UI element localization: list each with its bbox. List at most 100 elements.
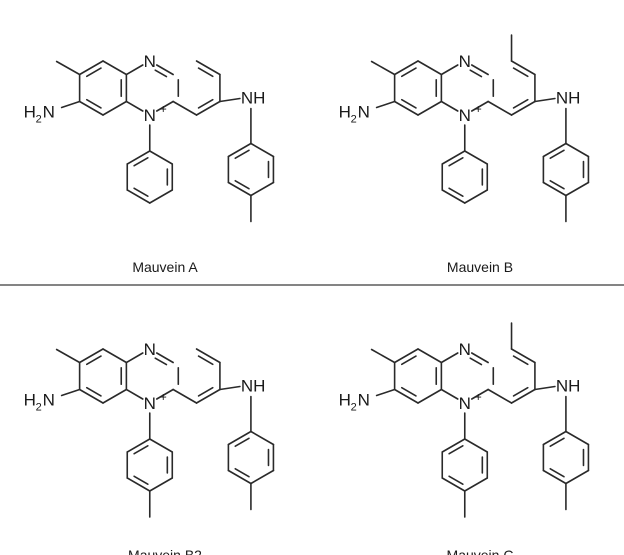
amine-subscript: 2 — [36, 402, 42, 414]
tolyl-double — [549, 179, 565, 190]
tolyl-double — [549, 467, 565, 478]
methyl-bond — [370, 60, 396, 76]
tolyl-ring-bond — [227, 181, 252, 197]
right-ring-bond — [172, 100, 198, 116]
n-aryl-ring-bond — [126, 189, 151, 204]
ring-nitrogen: N — [459, 340, 471, 359]
left-ring-bond — [78, 100, 104, 116]
structure-caption: Mauvein B2 — [128, 547, 202, 555]
tolyl-ring-bond — [565, 181, 590, 197]
tolyl-double — [234, 179, 250, 190]
tolyl-ring-bond — [542, 469, 567, 485]
amine-bond — [375, 100, 396, 109]
right-ring-double — [197, 355, 214, 366]
n-aryl-ring-bond — [126, 438, 151, 453]
ring-nitrogen: N — [144, 52, 156, 71]
n-aryl-double — [448, 187, 464, 197]
right-ring-bond — [195, 388, 221, 404]
imine-bond — [534, 385, 556, 391]
tolyl-ring-bond — [250, 142, 275, 158]
n-aryl-ring-bond — [126, 150, 151, 165]
left-ring-double — [400, 67, 417, 78]
n-aryl-ring-bond — [463, 189, 489, 204]
n-aryl-double — [133, 475, 149, 485]
middle-ring-bond — [470, 388, 489, 400]
left-ring-double — [85, 67, 102, 78]
middle-ring-bond — [470, 100, 489, 112]
amine-nitrogen: N — [358, 103, 370, 122]
left-ring-bond — [78, 388, 104, 404]
left-ring-bond — [78, 60, 104, 76]
n-aryl-ring-bond — [441, 189, 466, 204]
tolyl-ring-bond — [250, 430, 275, 446]
amine-nitrogen: N — [43, 391, 55, 410]
right-ring-double — [512, 386, 529, 397]
right-ring-bond — [172, 388, 198, 404]
imine-nh: NH — [556, 377, 581, 396]
left-ring-bond — [102, 100, 128, 116]
ring-nitrogen: N — [459, 52, 471, 71]
middle-ring-bond — [155, 388, 174, 400]
ring-nitrogen: N — [144, 340, 156, 359]
tolyl-ring-bond — [565, 430, 590, 446]
amine-subscript: 2 — [351, 114, 357, 126]
tolyl-ring-bond — [250, 181, 275, 197]
tolyl-ring-bond — [565, 142, 590, 158]
left-ring-double — [400, 386, 417, 397]
left-ring-double — [400, 98, 417, 109]
middle-ring-bond — [125, 352, 144, 364]
right-ring-bond — [195, 348, 221, 364]
n-aryl-ring-bond — [148, 150, 174, 165]
imine-nh: NH — [556, 89, 581, 108]
left-ring-double — [85, 355, 102, 366]
left-ring-bond — [417, 388, 443, 404]
right-ring-double — [197, 98, 214, 109]
left-ring-bond — [393, 388, 419, 404]
structure-caption: Mauvein B — [447, 259, 513, 275]
amine-subscript: 2 — [36, 114, 42, 126]
right-ring-bond — [510, 60, 536, 76]
right-ring-double — [197, 67, 214, 78]
cationic-nitrogen: N — [459, 394, 471, 413]
methyl-bond — [55, 60, 81, 76]
amine-nitrogen: N — [43, 103, 55, 122]
tolyl-double — [234, 467, 250, 478]
right-ring-bond — [510, 100, 536, 116]
structure-caption: Mauvein A — [132, 259, 198, 275]
amine-hydrogen: H — [339, 103, 351, 122]
imine-bond — [219, 385, 241, 391]
left-ring-bond — [417, 348, 443, 364]
right-ring-double — [512, 67, 529, 78]
right-ring-double — [197, 386, 214, 397]
middle-ring-bond — [155, 352, 174, 364]
middle-ring-double — [469, 357, 483, 366]
middle-ring-bond — [125, 388, 144, 400]
left-ring-bond — [102, 388, 128, 404]
middle-ring-bond — [440, 352, 459, 364]
right-ring-bond — [487, 100, 513, 116]
positive-charge: + — [160, 390, 167, 404]
imine-nh: NH — [241, 377, 266, 396]
imine-nh: NH — [241, 89, 266, 108]
n-aryl-ring-bond — [148, 438, 174, 453]
right-ring-double — [512, 98, 529, 109]
left-ring-bond — [393, 348, 419, 364]
left-ring-bond — [417, 60, 443, 76]
amine-bond — [375, 388, 396, 397]
amine-bond — [60, 388, 81, 397]
middle-ring-double — [469, 69, 483, 78]
right-ring-double — [512, 355, 529, 366]
n-aryl-double — [133, 187, 149, 197]
left-ring-bond — [78, 348, 104, 364]
n-aryl-ring-bond — [126, 477, 151, 492]
left-ring-double — [85, 98, 102, 109]
left-ring-bond — [417, 100, 443, 116]
middle-ring-bond — [440, 388, 459, 400]
